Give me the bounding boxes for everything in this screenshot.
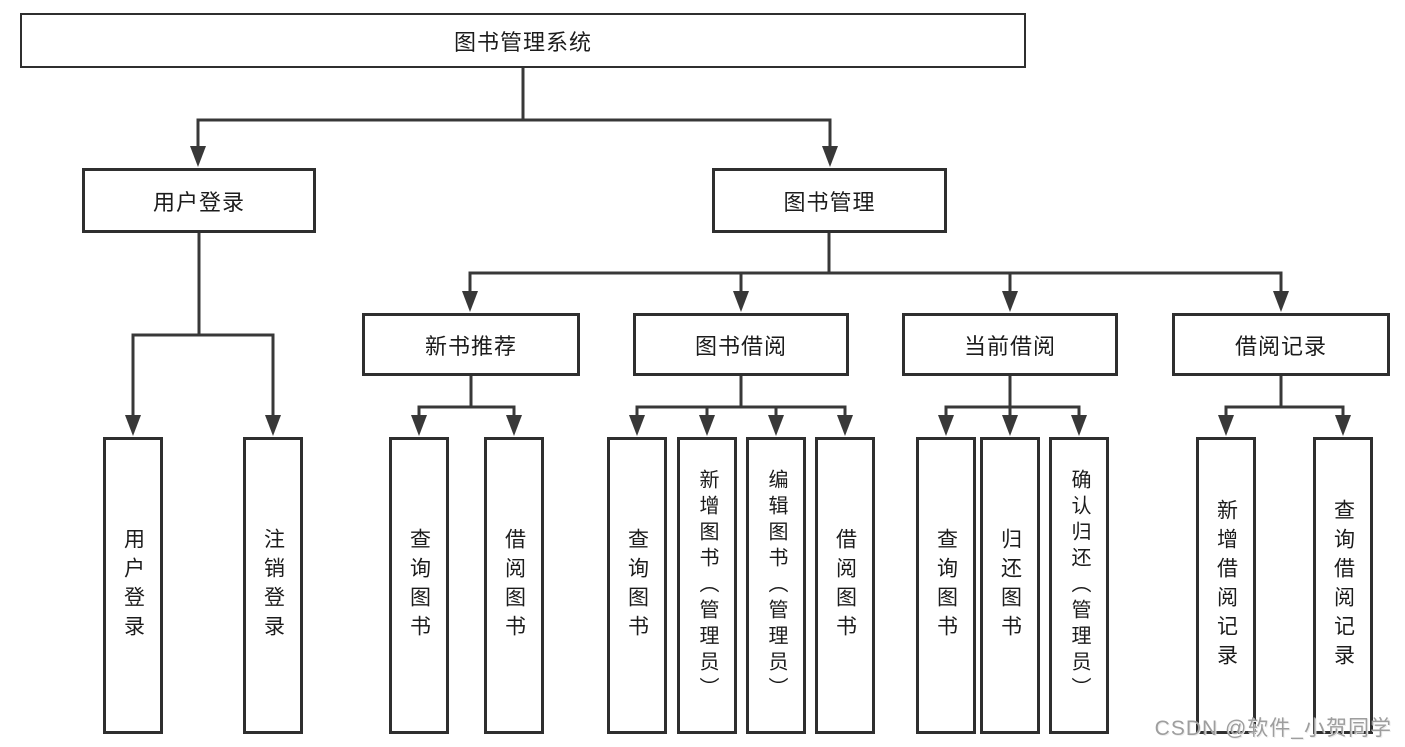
node-book-borrow: 图书借阅 [633, 313, 849, 376]
leaf-current-query-books: 查询图书 [916, 437, 976, 734]
leaf-confirm-return-admin: 确认归还（管理员） [1049, 437, 1109, 734]
csdn-watermark: CSDN @软件_小贺同学 [1154, 717, 1392, 740]
leaf-logout-label: 注销登录 [261, 527, 285, 644]
leaf-logout: 注销登录 [243, 437, 303, 734]
leaf-recommend-query-books-label: 查询图书 [407, 527, 431, 644]
leaf-current-query-books-label: 查询图书 [934, 527, 958, 644]
leaf-add-books-admin-label: 新增图书（管理员） [696, 468, 718, 703]
leaf-user-login-label: 用户登录 [121, 527, 145, 644]
node-library-system: 图书管理系统 [20, 13, 1026, 68]
leaf-borrow-query-books-label: 查询图书 [625, 527, 649, 644]
leaf-borrow-query-books: 查询图书 [607, 437, 667, 734]
leaf-borrow-books: 借阅图书 [815, 437, 875, 734]
leaf-query-borrow-record: 查询借阅记录 [1313, 437, 1373, 734]
node-user-login: 用户登录 [82, 168, 316, 233]
leaf-add-borrow-record: 新增借阅记录 [1196, 437, 1256, 734]
node-user-login-label: 用户登录 [152, 189, 245, 215]
node-borrow-records-label: 借阅记录 [1234, 333, 1327, 359]
leaf-edit-books-admin-label: 编辑图书（管理员） [765, 468, 787, 703]
leaf-confirm-return-admin-label: 确认归还（管理员） [1068, 468, 1090, 703]
arrowheads [125, 146, 1351, 436]
leaf-add-borrow-record-label: 新增借阅记录 [1214, 498, 1238, 673]
node-new-book-recommend: 新书推荐 [362, 313, 580, 376]
node-book-management-label: 图书管理 [783, 189, 876, 215]
leaf-recommend-borrow-books: 借阅图书 [484, 437, 544, 734]
leaf-add-books-admin: 新增图书（管理员） [677, 437, 737, 734]
leaf-borrow-books-label: 借阅图书 [833, 527, 857, 644]
node-borrow-records: 借阅记录 [1172, 313, 1390, 376]
node-current-borrow: 当前借阅 [902, 313, 1118, 376]
node-book-management: 图书管理 [712, 168, 947, 233]
node-book-borrow-label: 图书借阅 [694, 333, 787, 359]
node-new-book-recommend-label: 新书推荐 [424, 333, 517, 359]
leaf-user-login: 用户登录 [103, 437, 163, 734]
leaf-edit-books-admin: 编辑图书（管理员） [746, 437, 806, 734]
leaf-recommend-query-books: 查询图书 [389, 437, 449, 734]
leaf-query-borrow-record-label: 查询借阅记录 [1331, 498, 1355, 673]
leaf-return-books-label: 归还图书 [998, 527, 1022, 644]
leaf-recommend-borrow-books-label: 借阅图书 [502, 527, 526, 644]
node-current-borrow-label: 当前借阅 [963, 333, 1056, 359]
node-library-system-label: 图书管理系统 [453, 29, 592, 55]
leaf-return-books: 归还图书 [980, 437, 1040, 734]
